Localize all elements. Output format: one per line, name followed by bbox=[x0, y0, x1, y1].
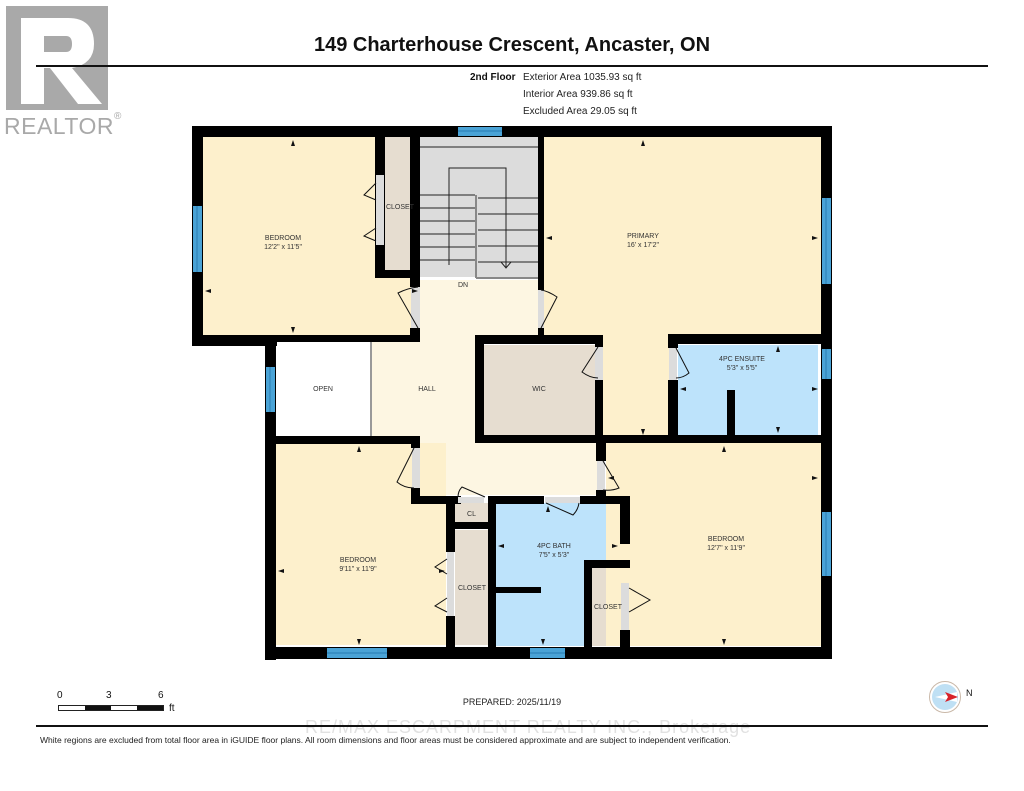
room-name: CLOSET bbox=[385, 204, 414, 211]
footer-divider bbox=[36, 725, 988, 727]
room-dims: 5'3" x 5'5" bbox=[726, 365, 758, 372]
room-bedroom-se: BEDROOM 12'7" x 11'9" bbox=[686, 535, 766, 553]
room-closet-nw: CLOSET bbox=[380, 203, 420, 212]
compass-icon bbox=[929, 681, 961, 713]
room-bath: 4PC BATH 7'5" x 5'3" bbox=[524, 542, 584, 560]
room-hall: HALL bbox=[412, 385, 442, 394]
floor-label: 2nd Floor bbox=[470, 72, 516, 83]
window-lines bbox=[196, 130, 827, 654]
room-name: DN bbox=[457, 282, 469, 289]
ensuite-fill bbox=[678, 345, 818, 437]
stairs-lines bbox=[420, 146, 538, 269]
room-name: WIC bbox=[532, 386, 546, 393]
hall-fill bbox=[372, 340, 476, 440]
interior-area: Interior Area 939.86 sq ft bbox=[523, 89, 633, 100]
room-name: HALL bbox=[418, 386, 436, 393]
room-name: OPEN bbox=[313, 386, 333, 393]
open-fill bbox=[276, 342, 371, 437]
hall-upper-fill bbox=[420, 280, 538, 340]
scale-bar bbox=[58, 705, 164, 711]
room-dims: 12'2" x 11'5" bbox=[264, 244, 302, 251]
compass-north-label: N bbox=[966, 688, 973, 698]
room-stairs-down: DN bbox=[450, 281, 476, 290]
door-swings bbox=[362, 182, 690, 613]
stairs-fill bbox=[420, 137, 538, 277]
door-openings bbox=[376, 175, 677, 630]
bedroom-sw-fill bbox=[276, 443, 446, 645]
room-name: BEDROOM bbox=[707, 536, 745, 543]
room-name: CLOSET bbox=[593, 604, 622, 611]
bedroom-se-fill bbox=[606, 443, 821, 646]
dimension-arrows bbox=[205, 140, 818, 645]
prepared-date: PREPARED: 2025/11/19 bbox=[462, 697, 562, 707]
excluded-area: Excluded Area 29.05 sq ft bbox=[523, 106, 637, 117]
wic-fill bbox=[484, 345, 596, 435]
page-title: 149 Charterhouse Crescent, Ancaster, ON bbox=[313, 34, 711, 56]
room-wic: WIC bbox=[524, 385, 554, 394]
room-primary: PRIMARY 16' x 17'2" bbox=[603, 232, 683, 250]
closet-sw-fill bbox=[455, 530, 488, 645]
room-name: 4PC BATH bbox=[537, 543, 571, 550]
room-bedroom-nw: BEDROOM 12'2" x 11'5" bbox=[243, 234, 323, 252]
room-dims: 9'11" x 11'9" bbox=[339, 566, 377, 573]
realtor-r-icon bbox=[6, 6, 108, 110]
scale-tick-3: 3 bbox=[106, 690, 112, 701]
cl-fill bbox=[455, 503, 488, 523]
room-ensuite: 4PC ENSUITE 5'3" x 5'5" bbox=[707, 355, 777, 373]
disclaimer-text: White regions are excluded from total fl… bbox=[40, 735, 731, 745]
brokerage-watermark: RE/MAX ESCARPMENT REALTY INC., Brokerage bbox=[305, 717, 752, 737]
room-dims: 7'5" x 5'3" bbox=[538, 552, 570, 559]
room-cl: CL bbox=[459, 510, 484, 519]
exterior-area: Exterior Area 1035.93 sq ft bbox=[523, 72, 642, 83]
realtor-wordmark: REALTOR® bbox=[4, 111, 122, 139]
scale-tick-6: 6 bbox=[158, 690, 164, 701]
room-name: BEDROOM bbox=[264, 235, 302, 242]
scale-tick-0: 0 bbox=[57, 690, 63, 701]
scale-unit: ft bbox=[169, 703, 175, 714]
room-dims: 16' x 17'2" bbox=[626, 242, 659, 249]
primary-lower-fill bbox=[601, 337, 671, 437]
room-name: CLOSET bbox=[457, 585, 486, 592]
room-bedroom-sw: BEDROOM 9'11" x 11'9" bbox=[318, 556, 398, 574]
room-dims: 12'7" x 11'9" bbox=[707, 545, 745, 552]
room-closet-se: CLOSET bbox=[589, 603, 627, 612]
room-name: 4PC ENSUITE bbox=[719, 356, 765, 363]
room-name: CL bbox=[467, 511, 476, 518]
room-name: BEDROOM bbox=[339, 557, 377, 564]
realtor-logo bbox=[6, 6, 108, 110]
compass bbox=[928, 680, 962, 714]
room-name: PRIMARY bbox=[627, 233, 659, 240]
hall-lower-fill bbox=[420, 440, 600, 495]
primary-fill bbox=[543, 137, 821, 337]
room-open: OPEN bbox=[298, 385, 348, 394]
title-divider bbox=[36, 65, 988, 67]
room-closet-sw: CLOSET bbox=[453, 584, 491, 593]
